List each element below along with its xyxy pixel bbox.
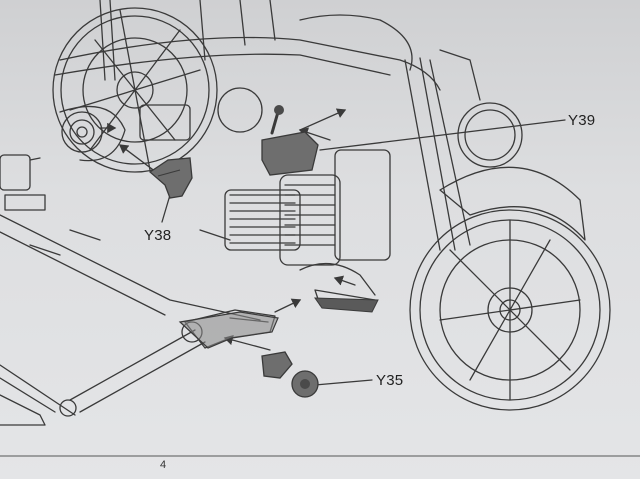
leader-y38: [161, 194, 171, 223]
leader-y35: [314, 379, 373, 386]
front-fender: [439, 166, 586, 241]
callout-y38: Y38: [144, 227, 172, 244]
left-linkage: [0, 154, 46, 211]
front-fork: [404, 49, 523, 251]
rear-wheel: [52, 7, 218, 173]
frame-rails: [54, 0, 441, 91]
arrow-footrest: [333, 275, 356, 286]
engine: [139, 87, 391, 266]
part-y39: [261, 105, 319, 176]
front-wheel: [409, 209, 611, 411]
arrow-clamp: [274, 298, 302, 313]
exhaust: [199, 229, 376, 311]
leader-y39: [319, 119, 566, 151]
callout-y35: Y35: [376, 372, 404, 389]
page-number: 4: [160, 459, 167, 471]
arrow-y39-up: [299, 108, 347, 131]
part-sidecar-tube: [178, 297, 379, 349]
callout-y39: Y39: [568, 112, 596, 129]
drive-hub: [59, 105, 126, 162]
part-y38: [148, 157, 193, 199]
arrow-y35: [223, 334, 271, 351]
part-y35: [261, 351, 319, 398]
